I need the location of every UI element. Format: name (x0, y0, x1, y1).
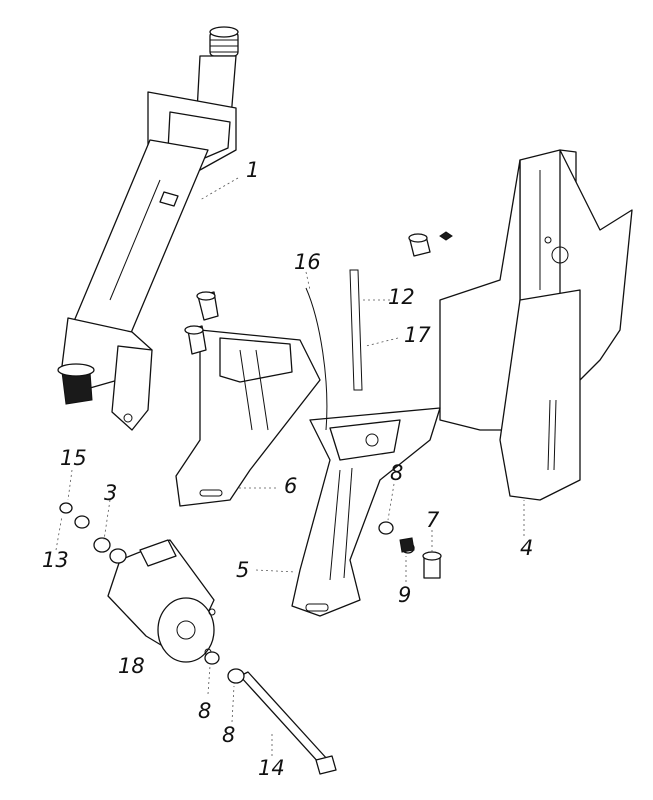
callout-label: 8 (222, 723, 236, 747)
callout-label: 12 (388, 285, 415, 309)
callout-label: 14 (258, 756, 285, 780)
steering-column-shaft (57, 26, 239, 431)
callout-label: 8 (390, 461, 404, 485)
callout-label: 7 (426, 508, 440, 532)
callout-label: 5 (236, 558, 250, 582)
mounting-bracket-large (439, 149, 633, 501)
leader-lines (55, 177, 525, 756)
nut (399, 231, 453, 553)
long-bolt (239, 671, 337, 775)
callout-label: 4 (520, 536, 534, 560)
electric-motor (107, 539, 216, 663)
callout-label: 18 (118, 654, 145, 678)
rod (305, 269, 363, 431)
callout-label: 16 (294, 250, 321, 274)
callout-label: 9 (398, 583, 412, 607)
callout-label: 6 (284, 474, 298, 498)
callout-label: 15 (60, 446, 87, 470)
callout-label: 13 (42, 548, 69, 572)
callout-label: 3 (104, 481, 118, 505)
callout-label: 17 (404, 323, 431, 347)
mounting-plate-left (175, 329, 321, 507)
callout-label: 8 (198, 699, 212, 723)
short-bolt (184, 233, 442, 579)
mounting-plate-center (291, 407, 441, 617)
callout-label: 1 (246, 158, 260, 182)
